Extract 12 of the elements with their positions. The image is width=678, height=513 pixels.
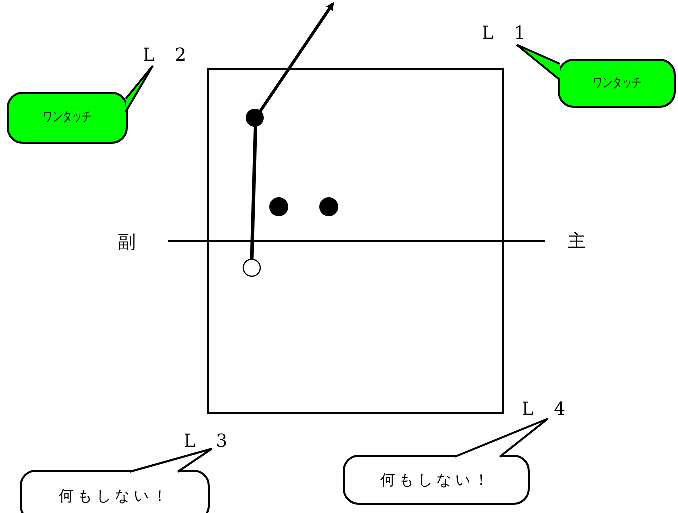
bubble-text: 何もしない！ bbox=[58, 486, 172, 507]
speech-bubble bbox=[558, 59, 676, 108]
speech-bubble bbox=[7, 92, 128, 144]
bubble-text: ワンタッチ bbox=[43, 109, 92, 128]
label-text: 主 bbox=[568, 230, 594, 254]
label-text: L 3 bbox=[184, 430, 235, 454]
label-text: L 4 bbox=[522, 398, 573, 422]
label-text: L 2 bbox=[143, 44, 194, 68]
label-text: L 1 bbox=[482, 22, 533, 46]
bubble-text: 何もしない！ bbox=[380, 470, 493, 491]
label-text: 副 bbox=[118, 231, 144, 255]
bubble-text: ワンタッチ bbox=[592, 74, 642, 93]
